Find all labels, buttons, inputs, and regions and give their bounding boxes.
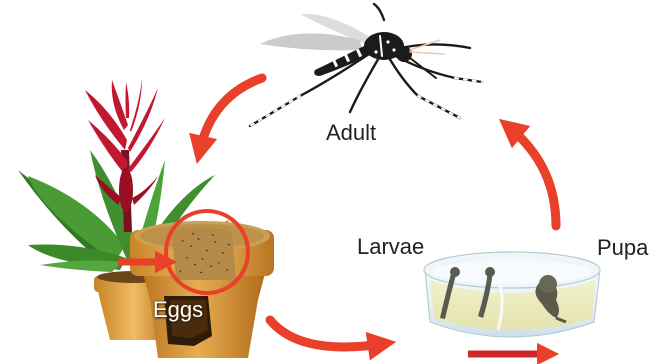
mosquito-icon [250,4,482,126]
cycle-arrow-icon [200,78,262,150]
pupa-label: Pupa [597,237,648,259]
cycle-arrow-icon [270,320,382,347]
water-dish-icon [424,252,600,337]
eggs-label: Eggs [153,299,203,321]
larvae-label: Larvae [357,236,424,258]
adult-label: Adult [326,122,376,144]
cycle-arrow-icon [510,128,556,226]
